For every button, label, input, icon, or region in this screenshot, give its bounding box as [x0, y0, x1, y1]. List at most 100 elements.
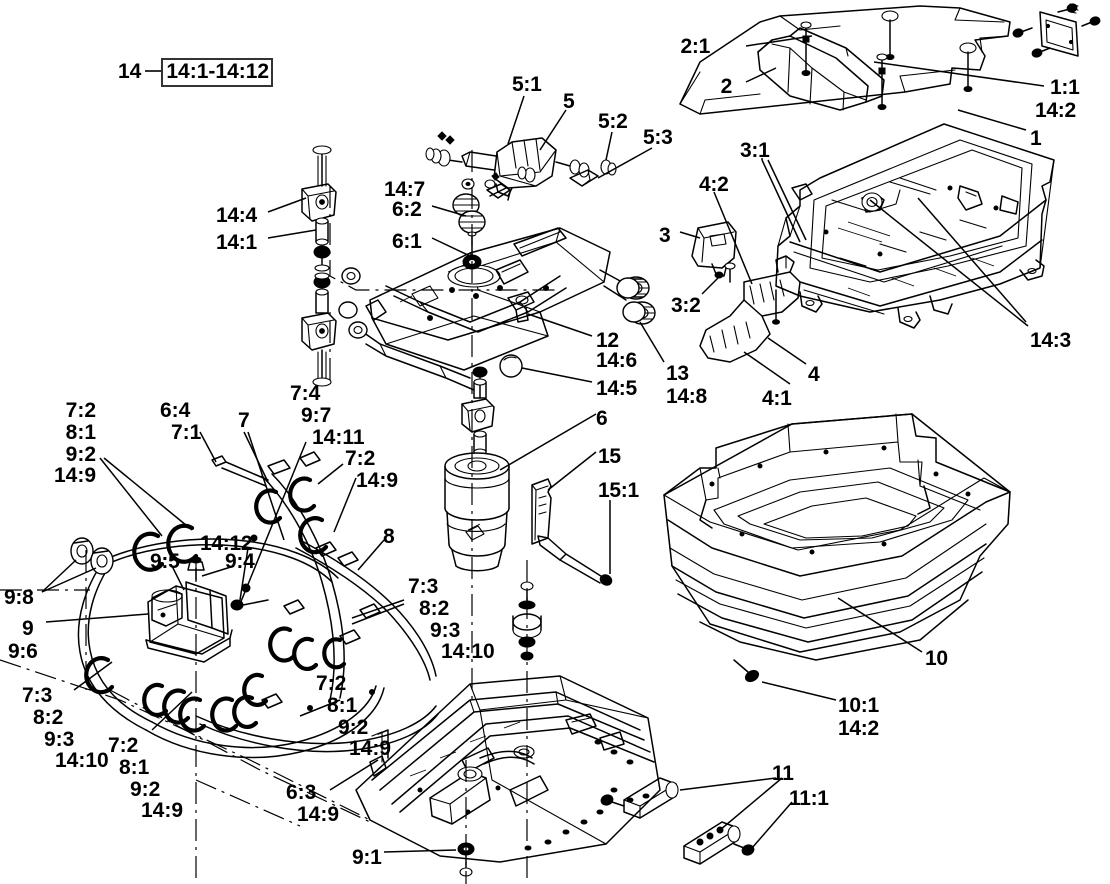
- pivot-stack-upper: [452, 193, 486, 270]
- callout-7: 7: [238, 409, 250, 432]
- callout-8: 8: [383, 525, 395, 548]
- cable-clips: [84, 476, 347, 733]
- callout-8-1: 8:1: [65, 420, 96, 444]
- bolt-d: [1031, 47, 1051, 58]
- legend-dash: [145, 69, 162, 72]
- callout-9-2: 9:2: [130, 777, 161, 801]
- center-mount-block: [461, 366, 495, 456]
- part-6-3-base-frame: [355, 675, 661, 863]
- callout-9-4: 9:4: [225, 550, 255, 573]
- callout-6-1: 6:1: [392, 230, 422, 253]
- callout-14-12: 14:12: [200, 532, 253, 555]
- callout-14-9: 14:9: [356, 468, 399, 492]
- callout-3-1: 3:1: [740, 139, 770, 162]
- callout-1: 1: [1030, 127, 1042, 150]
- callout-15-1: 15:1: [598, 479, 639, 502]
- callout-12: 12: [596, 329, 619, 352]
- callout-9-3: 9:3: [44, 727, 75, 751]
- callout-6-4: 6:4: [160, 399, 191, 422]
- screw-3: [800, 21, 812, 76]
- callout-7-2: 7:2: [316, 672, 347, 695]
- callout-14-6: 14:6: [596, 349, 637, 372]
- screw-1: [881, 10, 899, 60]
- callout-11-1: 11:1: [789, 787, 829, 810]
- part-15-1-pin: [559, 553, 613, 586]
- callout-10: 10: [925, 647, 948, 670]
- callout-14-2: 14:2: [1035, 99, 1076, 122]
- callout-14-9: 14:9: [297, 802, 340, 826]
- callout-5-2: 5:2: [598, 110, 628, 133]
- part-2-trim-cover: [757, 27, 885, 111]
- callout-3-2: 3:2: [671, 294, 701, 317]
- screw-2: [959, 42, 977, 92]
- callout-7-4: 7:4: [290, 382, 321, 405]
- ball-and-bracket: [499, 354, 523, 378]
- part-11-rails: [600, 777, 755, 865]
- callout-6-3: 6:3: [286, 781, 317, 804]
- callout-8-2: 8:2: [419, 596, 450, 620]
- callout-2-1: 2:1: [680, 35, 711, 58]
- callout-4-2: 4:2: [699, 173, 729, 196]
- callout-7-3: 7:3: [22, 684, 53, 707]
- callout-14-8: 14:8: [666, 385, 707, 408]
- part-9-compressor: [145, 556, 233, 663]
- callout-9-1: 9:1: [352, 846, 382, 869]
- center-bolt-stack: [512, 581, 542, 661]
- part-10-cushion: [663, 413, 1011, 661]
- part-5-damper: [425, 131, 617, 201]
- bracket-plate-topright: [1012, 3, 1101, 58]
- bolt-c: [1081, 16, 1101, 27]
- part-6-scissor-frame: [338, 227, 646, 391]
- part-1-slider-frame: [775, 123, 1055, 329]
- callout-9-5: 9:5: [150, 550, 180, 573]
- callout-9-6: 9:6: [8, 640, 38, 663]
- callout-13: 13: [666, 362, 689, 385]
- part-9-8-grommets: [70, 537, 114, 575]
- part-4-control-lever: [699, 255, 801, 363]
- callout-7-2: 7:2: [345, 447, 376, 470]
- callout-7-3: 7:3: [408, 575, 439, 598]
- leader-lines: [41, 35, 1045, 853]
- callout-14-9: 14:9: [53, 464, 96, 488]
- mount-block-upper-1: [301, 145, 337, 272]
- callout-8-1: 8:1: [119, 755, 150, 779]
- bolt-b: [1012, 27, 1033, 38]
- mount-block-upper-2: [301, 272, 337, 387]
- rail-lower: [683, 821, 755, 865]
- callout-9: 9: [22, 617, 34, 640]
- callout-8-1: 8:1: [327, 693, 358, 717]
- part-6-air-spring: [444, 452, 510, 572]
- callout-4-1: 4:1: [762, 387, 792, 410]
- callout-6-2: 6:2: [392, 198, 422, 221]
- callout-14-10: 14:10: [441, 640, 495, 664]
- part-15-plate: [531, 478, 567, 561]
- callout-6: 6: [596, 407, 608, 430]
- callout-7-1: 7:1: [171, 420, 202, 444]
- callout-14-2: 14:2: [838, 717, 879, 740]
- callout-9-7: 9:7: [301, 403, 332, 427]
- part-6-4-pin: [211, 455, 269, 487]
- callout-14-9: 14:9: [349, 737, 392, 761]
- callout-5-1: 5:1: [512, 73, 542, 96]
- callout-9-2: 9:2: [65, 442, 96, 466]
- callout-14-5: 14:5: [596, 377, 637, 400]
- callout-11: 11: [772, 762, 794, 785]
- screw-4: [876, 53, 888, 110]
- callout-7-2: 7:2: [108, 734, 139, 757]
- screws-top: [800, 10, 977, 110]
- callout-9-2: 9:2: [338, 715, 369, 739]
- callout-8-2: 8:2: [33, 705, 64, 729]
- callout-7-2: 7:2: [65, 399, 96, 422]
- part-10-1-screw: [733, 659, 760, 683]
